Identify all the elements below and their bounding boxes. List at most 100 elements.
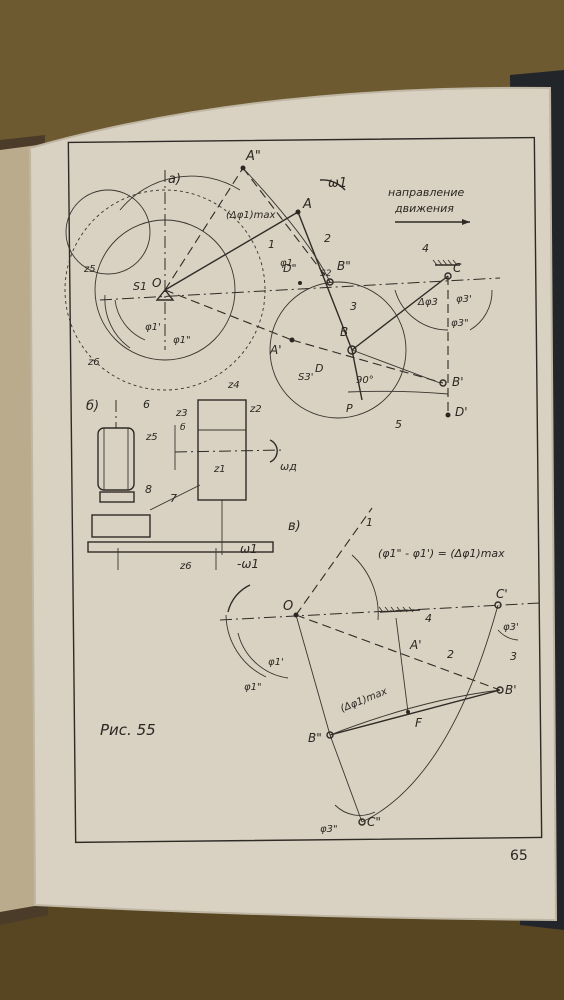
v-omega-arc [227, 584, 251, 613]
label-b-z4: z4 [227, 380, 240, 391]
v-label-B1: B' [505, 683, 517, 697]
v-label-4: 4 [425, 612, 432, 625]
v-arc-phi3p [497, 629, 519, 641]
v-arc-dphi [351, 554, 379, 621]
label-5: 5 [395, 418, 402, 431]
label-b-z3: z3 [175, 408, 188, 419]
v-label-C2: C" [367, 815, 381, 829]
label-b-7: 7 [170, 492, 177, 505]
crank-line-A1 [164, 289, 293, 341]
label-D2: D" [283, 262, 297, 275]
link-B-B1 [351, 349, 441, 384]
omega1-arc [319, 179, 346, 191]
v-label-O: O [283, 599, 293, 614]
label-O: O [152, 276, 161, 290]
label-phi1p: φ1' [145, 322, 161, 333]
arc-A-path [242, 167, 331, 283]
arc-phi3-a [394, 289, 449, 331]
label-B2: B" [337, 259, 351, 273]
label-P: P [346, 402, 353, 415]
label-A2: A" [245, 149, 261, 164]
label-C: C [453, 261, 462, 275]
diagram-a [64, 165, 501, 419]
label-2: 2 [324, 232, 331, 245]
point-B [347, 345, 357, 355]
label-b-6: 6 [143, 398, 150, 411]
label-a: а) [168, 172, 181, 187]
book-left-page [0, 145, 40, 912]
label-z6: z6 [87, 357, 100, 368]
label-B1: B' [452, 375, 464, 389]
diagram-b [87, 399, 286, 570]
v-line-A1F [395, 617, 409, 713]
v-omega-bottom: -ω1 [237, 557, 259, 571]
v-point-B1 [496, 686, 504, 694]
leader-7 [149, 484, 201, 511]
direction-arrowhead [462, 219, 470, 225]
coupler-A1-B1 [291, 339, 444, 384]
v-omega-top: ω1 [240, 542, 258, 556]
v-arc-phi1pp [237, 632, 289, 679]
drawing-frame [67, 136, 543, 844]
point-A2 [240, 165, 246, 171]
label-b-8: 8 [145, 483, 152, 496]
v-label-C1: C' [496, 587, 508, 601]
point-A1 [289, 337, 295, 343]
v-arc-C [361, 604, 499, 823]
v-line-1 [295, 507, 373, 616]
gear-z6-outer [64, 189, 266, 391]
v-point-O [293, 612, 299, 618]
label-S1: S1 [133, 280, 147, 293]
v-label-phi3p: φ3' [503, 622, 519, 633]
v-point-C1 [494, 601, 502, 609]
label-b-z1: z1 [213, 464, 226, 475]
v-label-phi1pp: φ1" [244, 682, 262, 693]
label-4: 4 [422, 242, 429, 255]
v-arc-phi3pp [334, 804, 376, 816]
direction-line2: движения [394, 202, 454, 215]
omega-d-arc [269, 439, 278, 463]
v-label-1: 1 [366, 516, 373, 529]
v-label-phi3pp: φ3" [320, 824, 338, 835]
crank-line-A2 [164, 167, 244, 291]
label-B: B [340, 325, 348, 339]
label-A: A [302, 197, 312, 212]
v-point-C2 [358, 818, 366, 826]
v-label-phi1p: φ1' [268, 657, 284, 668]
direction-line1: направление [388, 186, 464, 199]
label-A1: A' [269, 343, 282, 357]
v-label-2: 2 [447, 648, 454, 661]
v-label-A1: A' [409, 638, 422, 652]
arc-D [347, 390, 449, 395]
label-1: 1 [268, 238, 275, 251]
label-phi1: φ1 [280, 258, 293, 269]
label-dphi3: Δφ3 [417, 297, 438, 308]
label-b-z2: z2 [249, 404, 262, 415]
v-label-F: F [415, 716, 423, 730]
page-number: 65 [510, 848, 528, 864]
gear-z5 [65, 189, 151, 275]
v-line-2 [295, 614, 501, 691]
point-D1 [445, 412, 451, 418]
rocker-C-B [351, 275, 449, 351]
diagram-v [219, 507, 541, 826]
arc-phi3-b [469, 289, 493, 331]
page-edge [28, 86, 558, 922]
point-B1 [439, 379, 447, 387]
v-line-B2C2 [329, 734, 363, 823]
v-line-OB2 [295, 614, 331, 736]
label-90: 90° [356, 375, 374, 386]
v-label-B2: B" [308, 731, 322, 745]
label-b-z5: z5 [145, 432, 158, 443]
coupler-A2-B2 [242, 167, 331, 283]
v-arc-phi1p [225, 614, 267, 678]
v-formula: (φ1" - φ1') = (Δφ1)max [378, 547, 505, 560]
support-O [155, 288, 175, 301]
bed-plate [87, 541, 274, 553]
crank-line-A [164, 211, 299, 291]
coupling-8 [99, 491, 135, 503]
arc-1 [119, 175, 241, 211]
v-ground-hatch [378, 606, 414, 613]
figure-caption: Рис. 55 [100, 721, 156, 739]
